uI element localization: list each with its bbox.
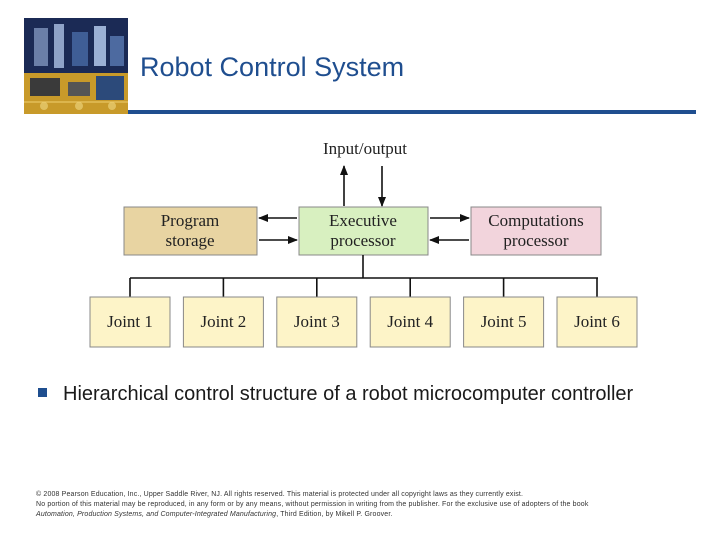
footer-edition: , Third Edition, by Mikell P. Groover. <box>276 511 393 518</box>
corner-picture <box>24 18 128 114</box>
circuit-board-icon <box>24 18 128 114</box>
joint-label-6: Joint 6 <box>574 312 620 331</box>
io-label: Input/output <box>323 139 407 158</box>
joint-drop-lines <box>129 278 598 297</box>
executive-processor-line1: Executive <box>329 211 397 230</box>
program-storage-line2: storage <box>165 231 214 250</box>
slide-title: Robot Control System <box>140 52 405 82</box>
joint-box-6 <box>556 296 638 348</box>
program-storage-line1: Program <box>161 211 220 230</box>
joint-box-4 <box>369 296 451 348</box>
joint-label-3: Joint 3 <box>294 312 340 331</box>
joint-label-4: Joint 4 <box>387 312 433 331</box>
copyright-footer: © 2008 Pearson Education, Inc., Upper Sa… <box>36 490 696 520</box>
joint-box-2 <box>182 296 264 348</box>
bullet-square-icon <box>38 388 47 397</box>
joint-box-3 <box>276 296 358 348</box>
program-storage-box <box>123 206 258 256</box>
joint-box-5 <box>463 296 545 348</box>
computations-processor-box <box>470 206 602 256</box>
footer-line-1: © 2008 Pearson Education, Inc., Upper Sa… <box>36 491 524 498</box>
executive-processor-line2: processor <box>330 231 395 250</box>
footer-book-title: Automation, Production Systems, and Comp… <box>36 511 277 518</box>
executive-processor-box <box>298 206 429 256</box>
footer-line-3: Automation, Production Systems, and Comp… <box>36 510 696 520</box>
computations-processor-line2: processor <box>503 231 568 250</box>
title-underline <box>128 110 696 114</box>
joint-label-1: Joint 1 <box>107 312 153 331</box>
joint-label-5: Joint 5 <box>481 312 527 331</box>
joint-box-1 <box>89 296 171 348</box>
computations-processor-line1: Computations <box>488 211 583 230</box>
bullet-text: Hierarchical control structure of a robo… <box>63 383 634 405</box>
joint-label-2: Joint 2 <box>200 312 246 331</box>
footer-line-2: No portion of this material may be repro… <box>36 501 589 508</box>
bullet-point: Hierarchical control structure of a robo… <box>38 380 678 408</box>
joint-row: Joint 1 Joint 2 Joint 3 Joint 4 Joint 5 Joint… <box>89 296 638 348</box>
